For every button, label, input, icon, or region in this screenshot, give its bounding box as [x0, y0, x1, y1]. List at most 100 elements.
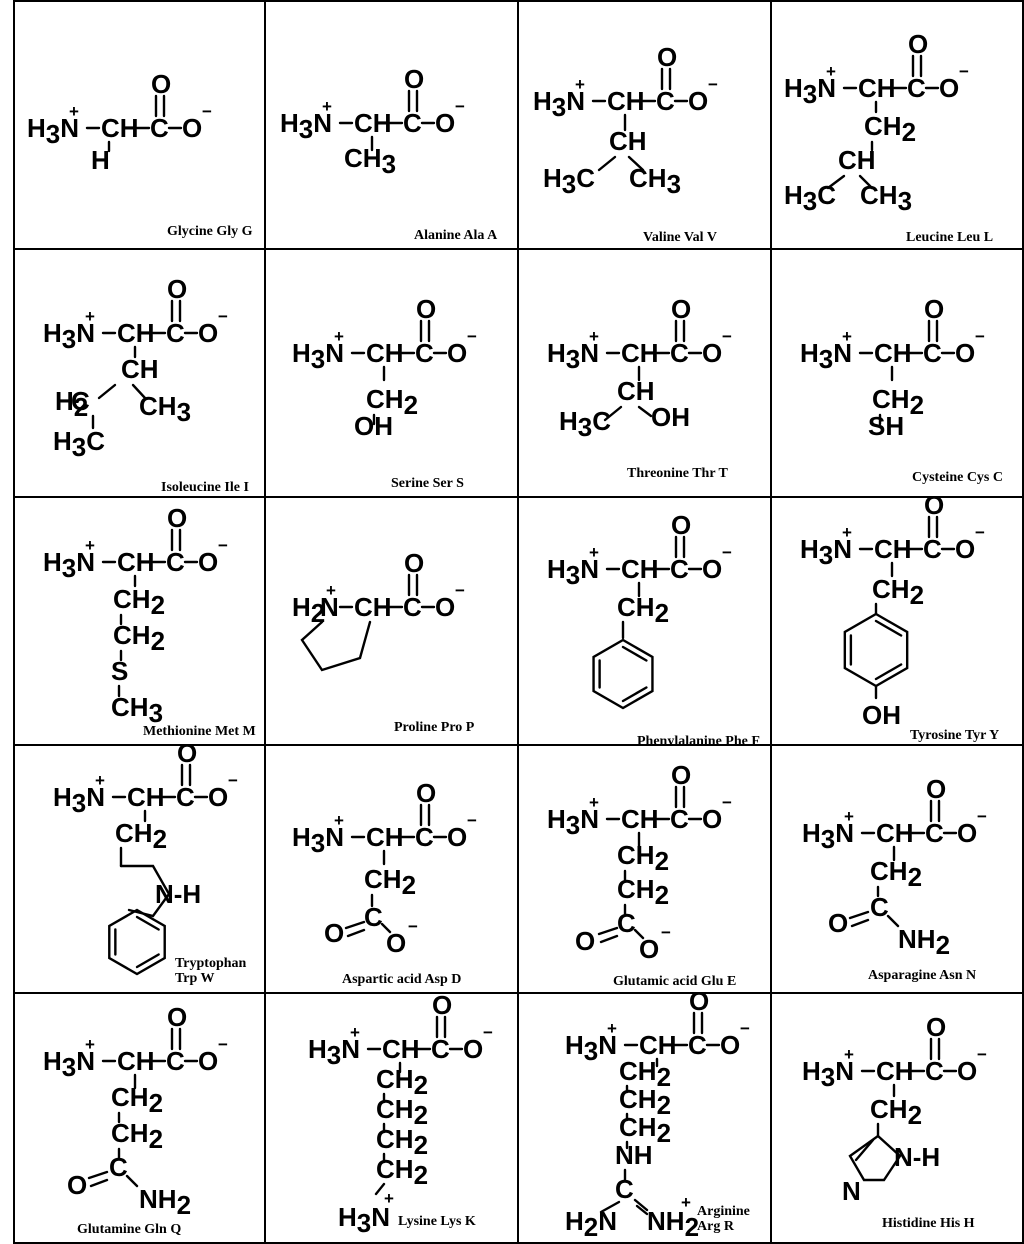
- carbonyl-oxygen: O: [432, 994, 452, 1020]
- ammonium-group: H3N: [547, 554, 599, 590]
- carboxylate-oxygen: O: [702, 338, 722, 368]
- amino-acid-name: Valine Val V: [643, 230, 717, 245]
- carbonyl-oxygen: O: [926, 774, 946, 804]
- carboxylate-oxygen: O: [957, 818, 977, 848]
- amino-acid-name: Threonine Thr T: [627, 466, 728, 481]
- carboxyl-carbon: C: [431, 1034, 450, 1064]
- methylene-group-1: CH2: [619, 1056, 671, 1092]
- amino-acid-name: Cysteine Cys C: [912, 470, 1003, 485]
- carboxylate-oxygen: O: [435, 108, 455, 138]
- methylene-group-2: CH2: [113, 620, 165, 656]
- amide-carbon: C: [870, 892, 889, 922]
- side-carboxylate-oxygen: O: [639, 934, 659, 964]
- plus-charge: +: [95, 771, 105, 790]
- carbonyl-oxygen: O: [167, 274, 187, 304]
- alpha-carbon: CH: [858, 73, 896, 103]
- carboxyl-carbon: C: [688, 1030, 707, 1060]
- gamma-carbon: CH: [838, 145, 876, 175]
- methylene-group-1: CH2: [617, 840, 669, 876]
- methylene-group: CH2: [870, 856, 922, 892]
- alpha-carbon: CH: [101, 113, 139, 143]
- minus-charge: −: [722, 543, 732, 562]
- plus-charge: +: [589, 327, 599, 346]
- bond: [635, 1204, 649, 1216]
- side-carbonyl-oxygen: O: [575, 926, 595, 956]
- plus-charge: +: [589, 543, 599, 562]
- hydroxyl-group: OH: [651, 402, 690, 432]
- amino-acid-name: Tryptophan Trp W: [175, 956, 247, 986]
- bond: [599, 934, 619, 944]
- plus-charge-side: +: [681, 1193, 691, 1212]
- plus-charge: +: [844, 1045, 854, 1064]
- benzene-ring-double-bond: [621, 686, 648, 703]
- carbonyl-oxygen: O: [657, 42, 677, 72]
- amide-oxygen: O: [67, 1170, 87, 1200]
- carboxylate-oxygen: O: [702, 554, 722, 584]
- minus-charge-side: −: [661, 923, 671, 942]
- carbonyl-oxygen: O: [908, 29, 928, 59]
- carbonyl-oxygen: O: [167, 1002, 187, 1032]
- methylene-group-1: CH2: [376, 1064, 428, 1100]
- minus-charge: −: [977, 807, 987, 826]
- carboxylate-oxygen: O: [463, 1034, 483, 1064]
- minus-charge: −: [722, 327, 732, 346]
- bond: [637, 405, 653, 418]
- minus-charge: −: [708, 75, 718, 94]
- carboxyl-carbon: C: [656, 86, 675, 116]
- imidazole-ring: [848, 1134, 902, 1182]
- plus-charge: +: [334, 327, 344, 346]
- bond: [374, 1182, 386, 1196]
- alpha-carbon: CH: [354, 108, 392, 138]
- methylene-group-1: CH2: [113, 584, 165, 620]
- imidazole-double-bond: [854, 1138, 875, 1162]
- ammonium-group: H3N: [802, 1056, 854, 1092]
- bond: [858, 174, 874, 190]
- carbonyl-oxygen: O: [167, 503, 187, 533]
- carboxylate-oxygen: O: [435, 592, 455, 622]
- pyrrolidine-ring: [300, 620, 372, 672]
- methyl-group-right: CH3: [629, 163, 681, 199]
- bond: [850, 918, 870, 928]
- beta-carbon: CH: [609, 126, 647, 156]
- plus-charge: +: [334, 811, 344, 830]
- bond: [346, 928, 366, 938]
- indole-benzene: [108, 908, 166, 976]
- imidazole-n: N: [842, 1176, 861, 1206]
- carbonyl-oxygen: O: [671, 294, 691, 324]
- side-carboxylate-oxygen: O: [386, 928, 406, 958]
- alpha-carbon: CH: [117, 1046, 155, 1076]
- bond: [597, 155, 617, 172]
- carboxylate-oxygen: O: [720, 1030, 740, 1060]
- minus-charge: −: [455, 581, 465, 600]
- methylene-group-2: CH2: [111, 1118, 163, 1154]
- carboxylate-oxygen: O: [198, 318, 218, 348]
- alpha-carbon: CH: [621, 554, 659, 584]
- methylene-group-2: CH2: [376, 1094, 428, 1130]
- minus-charge: −: [218, 307, 228, 326]
- plus-charge: +: [85, 536, 95, 555]
- thiol-group: SH: [868, 411, 904, 441]
- methyl-group-left: H3C: [543, 163, 595, 199]
- bond: [344, 920, 366, 930]
- ammonium-group: H3N: [533, 86, 585, 122]
- indole-pyrrole: [119, 864, 171, 918]
- bond: [848, 910, 870, 920]
- bond: [603, 405, 623, 422]
- bond: [97, 383, 117, 400]
- phenol-ring-double-bond: [874, 663, 903, 681]
- ring-nh2: H2: [292, 592, 325, 628]
- amino-acid-name: Aspartic acid Asp D: [342, 972, 462, 987]
- carboxyl-carbon: C: [923, 338, 942, 368]
- amide-oxygen: O: [828, 908, 848, 938]
- terminal-methyl: H3C: [53, 426, 105, 462]
- methyl-group-right: CH3: [860, 180, 912, 216]
